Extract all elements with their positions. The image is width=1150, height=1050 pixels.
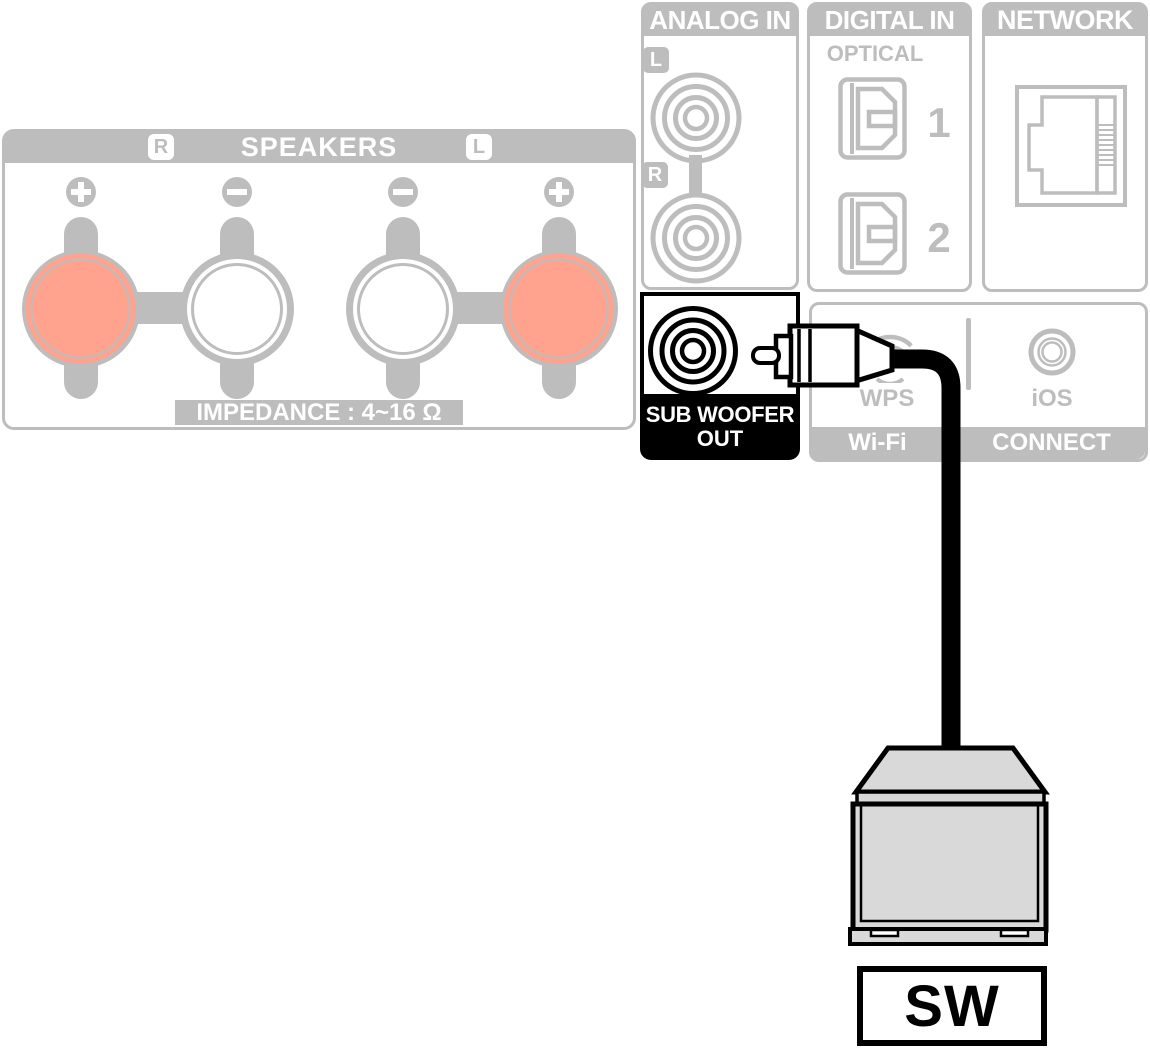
speakers-right-badge: R — [148, 134, 174, 160]
analog-in-panel: ANALOG IN L R — [641, 2, 799, 290]
sub-woofer-out-block: SUB WOOFER OUT — [640, 292, 800, 460]
rca-plug-pin — [751, 346, 781, 365]
impedance-label: IMPEDANCE : 4~16 Ω — [175, 400, 463, 425]
digital-in-title: DIGITAL IN — [824, 5, 955, 35]
speakers-panel-header: SPEAKERS — [5, 132, 633, 163]
rca-plug-barrel — [787, 323, 860, 388]
ethernet-port-icon — [1015, 85, 1127, 207]
wps-label: WPS — [859, 385, 915, 412]
rca-jack-icon — [650, 72, 742, 164]
speaker-terminal-minus-right — [180, 252, 294, 366]
polarity-plus-icon — [544, 177, 574, 207]
subwoofer-label-box: SW — [857, 966, 1047, 1046]
sub-woofer-out-line2: OUT — [696, 426, 744, 451]
analog-in-title: ANALOG IN — [649, 5, 791, 35]
terminal-ring — [31, 259, 131, 359]
polarity-minus-icon — [222, 177, 252, 207]
speaker-terminal-plus-right — [22, 250, 140, 368]
network-header: NETWORK — [985, 5, 1145, 36]
subwoofer-illustration — [848, 745, 1050, 946]
speaker-terminal-plus-left — [500, 250, 618, 368]
terminal-link-bar — [453, 292, 507, 324]
sub-woofer-out-line1: SUB WOOFER — [645, 401, 795, 427]
polarity-minus-icon — [388, 177, 418, 207]
sub-woofer-out-label: SUB WOOFER OUT — [640, 394, 800, 460]
jack-link-bar — [689, 155, 702, 197]
analog-in-header: ANALOG IN — [644, 5, 796, 36]
rca-plug-cone — [853, 326, 895, 385]
digital-in-header: DIGITAL IN — [810, 5, 969, 36]
speaker-terminal-minus-left — [346, 252, 460, 366]
optical-label: OPTICAL — [826, 41, 924, 66]
terminal-ring — [357, 263, 449, 355]
optical-port-1-label: 1 — [927, 99, 951, 146]
panel-divider — [966, 318, 971, 390]
rca-jack-icon-subwoofer — [648, 306, 738, 396]
optical-port-2-label: 2 — [927, 214, 951, 261]
subwoofer-label: SW — [904, 973, 1000, 1039]
subwoofer-cable — [751, 323, 961, 758]
terminal-ring — [191, 263, 283, 355]
analog-left-badge: L — [643, 47, 669, 73]
speakers-title: SPEAKERS — [240, 132, 398, 162]
speakers-left-badge: L — [466, 134, 492, 160]
rca-jack-icon — [650, 192, 742, 284]
digital-in-panel: DIGITAL IN OPTICAL 1 2 — [807, 2, 972, 292]
optical-connector-icon — [838, 77, 907, 160]
wifi-bar-label: Wi-Fi — [809, 427, 946, 459]
optical-connector-icon — [838, 192, 907, 275]
speakers-panel: SPEAKERS R L IMPEDANCE : 4~16 Ω — [2, 129, 636, 430]
ios-connect-button-icon — [1028, 328, 1076, 376]
wifi-connect-panel: WPS Wi-Fi iOS CONNECT — [809, 302, 1148, 462]
network-title: NETWORK — [997, 5, 1133, 35]
ios-label: iOS — [1031, 385, 1073, 412]
cable-path — [890, 349, 961, 758]
terminal-link-bar — [135, 292, 187, 324]
analog-right-badge: R — [642, 162, 668, 188]
network-panel: NETWORK — [982, 2, 1148, 292]
connect-bar-label: CONNECT — [958, 427, 1145, 459]
terminal-ring — [509, 259, 609, 359]
polarity-plus-icon — [66, 177, 96, 207]
